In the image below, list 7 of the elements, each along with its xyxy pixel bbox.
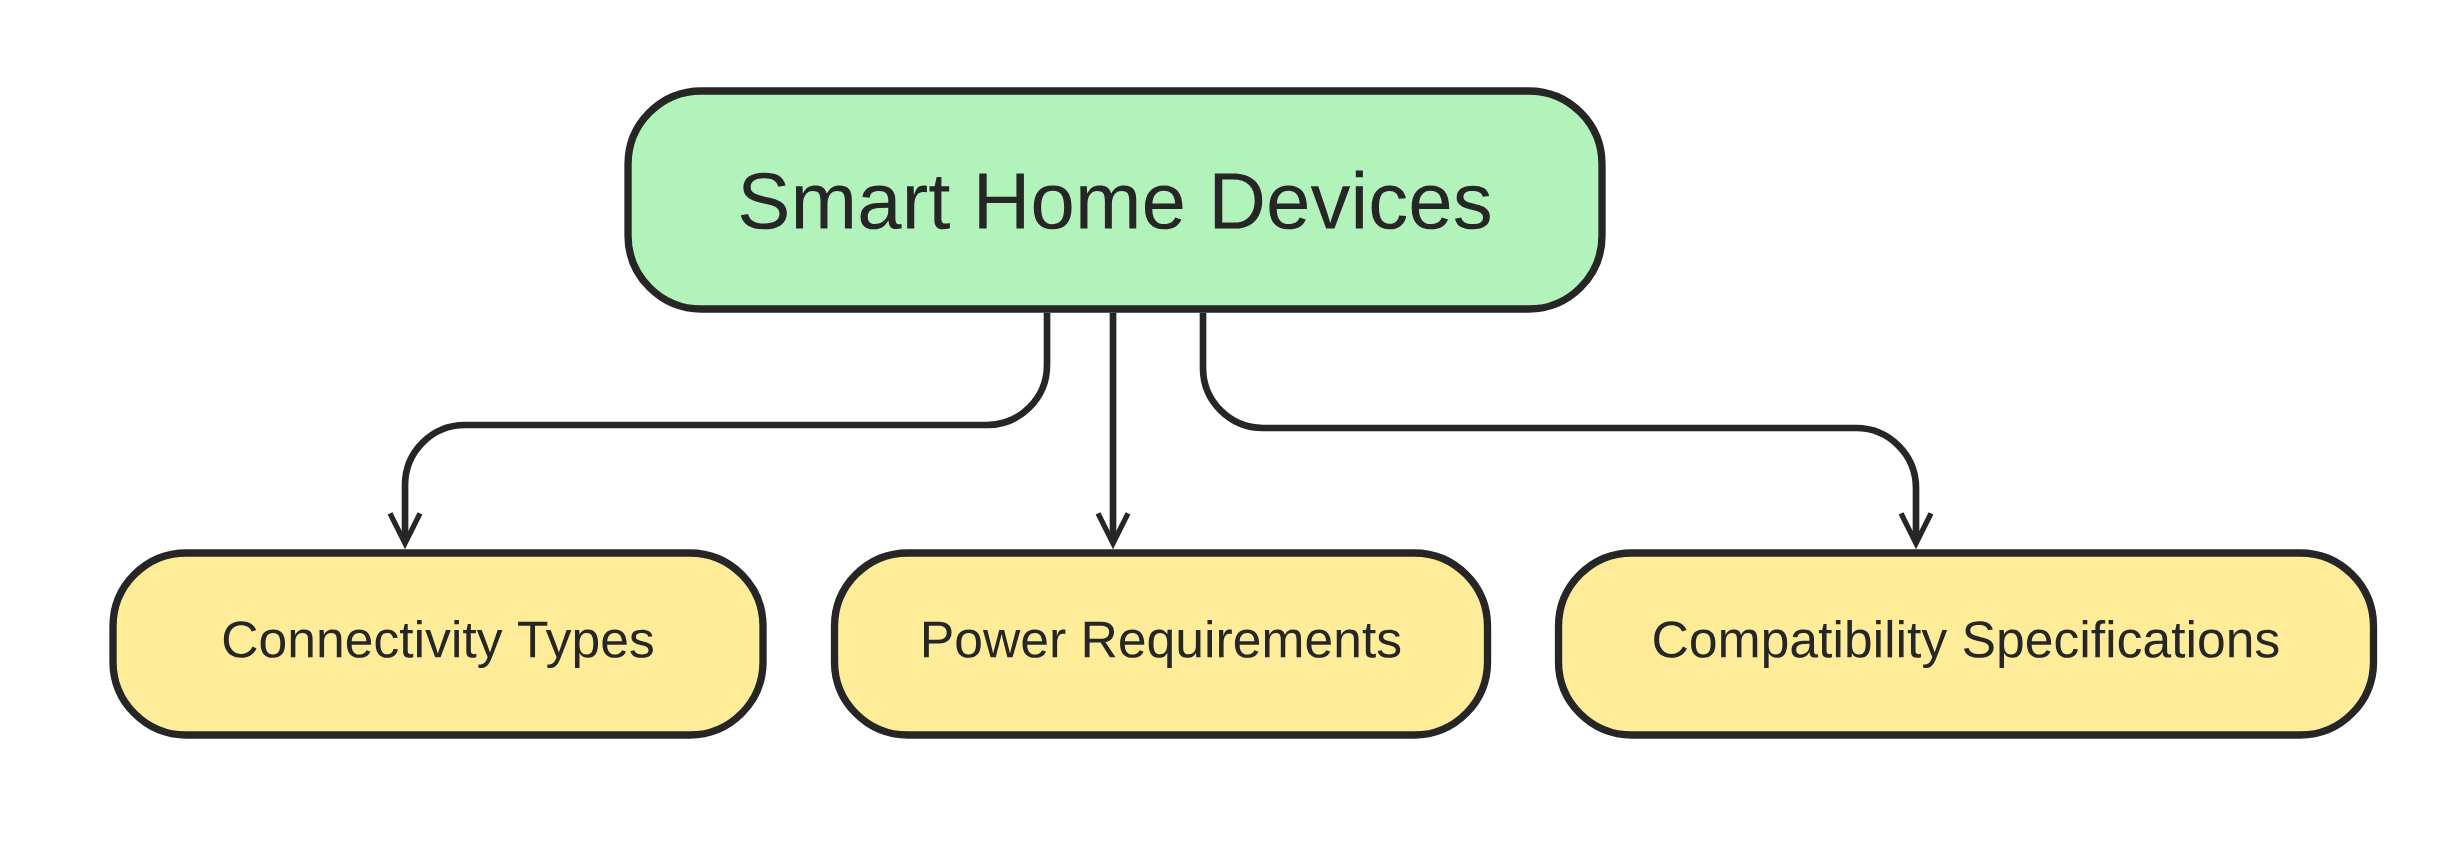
category-box: Compatibility Specifications — [1554, 549, 2378, 739]
title-box: Smart Home Devices — [624, 87, 1606, 313]
arrow — [387, 312, 1051, 550]
arrow — [1199, 312, 1934, 550]
category-box: Power Requirements — [830, 549, 1492, 739]
arrow — [1095, 312, 1131, 550]
category-box: Connectivity Types — [109, 549, 767, 739]
